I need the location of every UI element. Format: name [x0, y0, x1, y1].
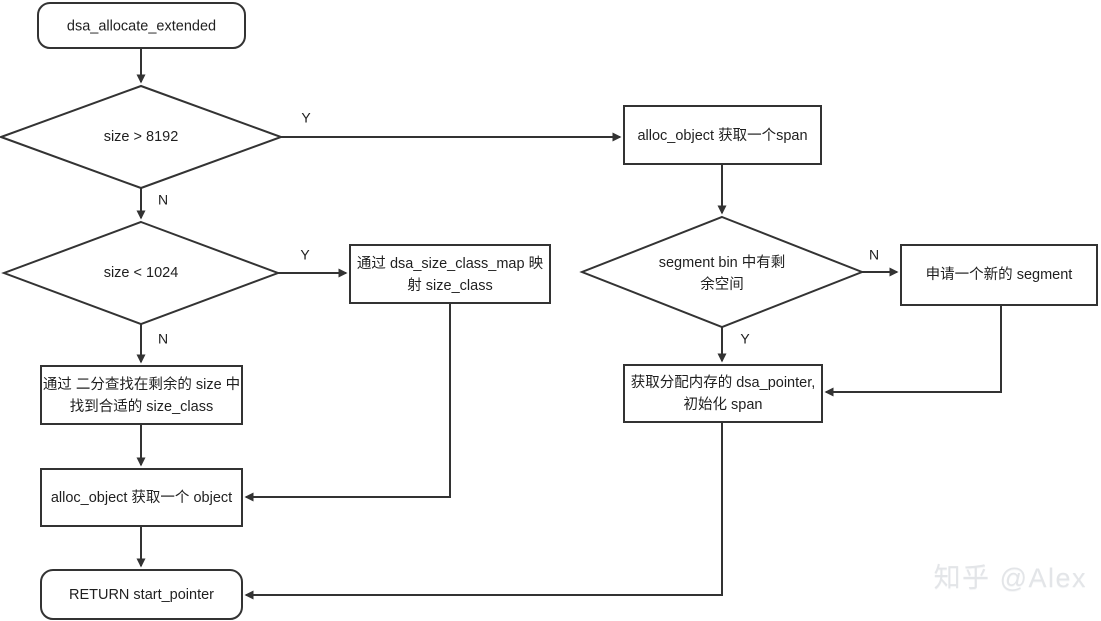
node-start-shape	[37, 2, 246, 49]
edge-get-dsa-pointer-to-return	[244, 422, 723, 600]
node-alloc-object-object-label: alloc_object 获取一个 object	[51, 489, 232, 506]
edge-label-size-gt-8192-no: N	[158, 192, 168, 208]
edge-size-class-map-to-alloc-object	[244, 303, 451, 502]
node-decision-segment-bin-shape	[579, 215, 865, 329]
node-new-segment-label: 申请一个新的 segment	[926, 266, 1073, 283]
edge-label-size-gt-8192-yes: Y	[301, 110, 311, 126]
node-alloc-object-object-shape	[40, 468, 243, 527]
edge-label-size-lt-1024-no: N	[158, 331, 168, 347]
node-decision-segment-bin-line1: segment bin 中有剩	[659, 254, 786, 271]
node-alloc-object-object[interactable]: alloc_object 获取一个 object	[40, 468, 243, 527]
node-return-start-pointer-label: RETURN start_pointer	[69, 587, 214, 603]
node-get-dsa-pointer-line2: 初始化 span	[684, 396, 763, 413]
node-return-start-pointer-shape	[40, 569, 243, 620]
node-binary-search-shape	[40, 365, 243, 425]
node-binary-search[interactable]: 通过 二分查找在剩余的 size 中 找到合适的 size_class	[40, 365, 243, 425]
node-new-segment[interactable]: 申请一个新的 segment	[900, 244, 1098, 306]
node-start-label: dsa_allocate_extended	[67, 18, 216, 34]
node-decision-size-lt-1024-shape	[1, 220, 281, 326]
edge-label-segment-bin-yes: Y	[740, 331, 750, 347]
node-binary-search-line2: 找到合适的 size_class	[70, 398, 213, 415]
node-size-class-map-line1: 通过 dsa_size_class_map 映	[357, 255, 544, 272]
node-size-class-map[interactable]: 通过 dsa_size_class_map 映 射 size_class	[349, 244, 551, 304]
node-decision-size-gt-8192-label: size > 8192	[104, 129, 179, 145]
node-get-dsa-pointer-line1: 获取分配内存的 dsa_pointer,	[631, 374, 816, 391]
node-decision-size-lt-1024-label: size < 1024	[104, 265, 179, 281]
watermark: 知乎 @Alex	[933, 563, 1087, 593]
node-get-dsa-pointer[interactable]: 获取分配内存的 dsa_pointer, 初始化 span	[623, 364, 823, 423]
node-alloc-object-span[interactable]: alloc_object 获取一个span	[623, 105, 822, 165]
edge-label-size-lt-1024-yes: Y	[300, 247, 310, 263]
node-alloc-object-span-shape	[623, 105, 822, 165]
edge-label-segment-bin-no: N	[869, 247, 879, 263]
node-decision-size-lt-1024[interactable]: size < 1024	[1, 220, 281, 326]
node-start[interactable]: dsa_allocate_extended	[37, 2, 246, 49]
node-binary-search-line1: 通过 二分查找在剩余的 size 中	[43, 375, 240, 393]
node-new-segment-shape	[900, 244, 1098, 306]
node-size-class-map-line2: 射 size_class	[407, 277, 492, 294]
node-decision-size-gt-8192[interactable]: size > 8192	[0, 84, 284, 190]
node-get-dsa-pointer-shape	[623, 364, 823, 423]
node-decision-size-gt-8192-shape	[0, 84, 284, 190]
node-alloc-object-span-label: alloc_object 获取一个span	[637, 127, 807, 144]
node-decision-segment-bin[interactable]: segment bin 中有剩 余空间	[579, 215, 865, 329]
node-decision-segment-bin-line2: 余空间	[700, 275, 744, 293]
node-size-class-map-shape	[349, 244, 551, 304]
node-return-start-pointer[interactable]: RETURN start_pointer	[40, 569, 243, 620]
edge-new-segment-to-get-dsa-pointer	[824, 305, 1002, 397]
